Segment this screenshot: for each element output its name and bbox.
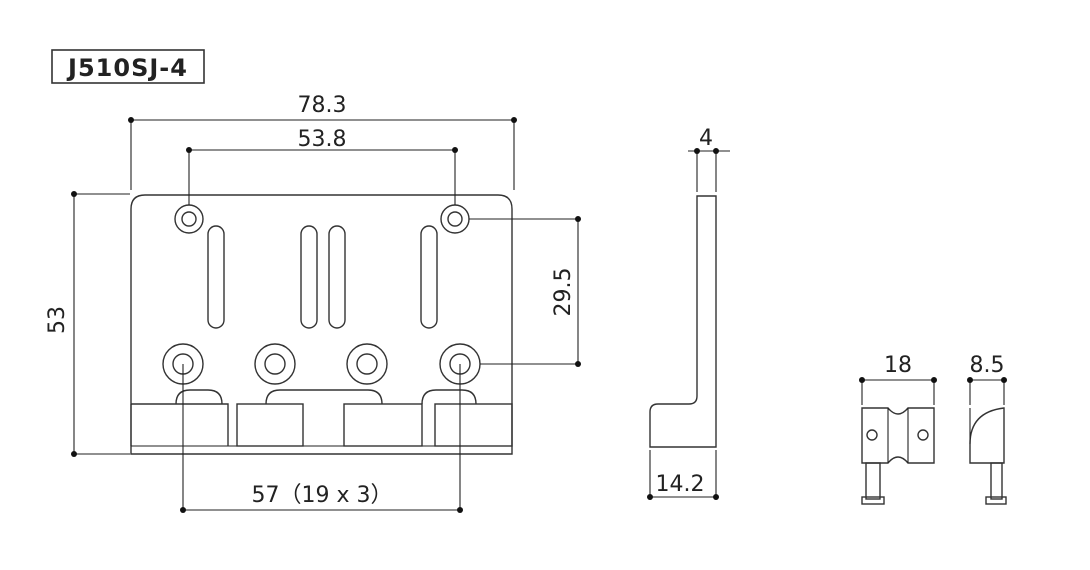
dim-string-spacing: 57（19 x 3） — [180, 364, 463, 513]
dim-hole-spacing-top: 53.8 — [186, 127, 458, 205]
plate-outline — [130, 194, 513, 455]
dim-side-depth-label: 14.2 — [656, 472, 705, 497]
top-mounting-holes — [174, 204, 470, 234]
string-holes — [162, 343, 481, 385]
dim-overall-width: 78.3 — [128, 93, 517, 190]
model-title: J510SJ-4 — [66, 54, 188, 82]
dim-saddle-depth-label: 8.5 — [970, 353, 1005, 378]
dim-overall-width-label: 78.3 — [298, 93, 347, 118]
dim-saddle-depth: 8.5 — [967, 353, 1007, 405]
dim-hole-spacing-vertical-label: 29.5 — [551, 268, 576, 317]
saddles — [130, 389, 513, 447]
dim-overall-height-label: 53 — [45, 306, 70, 334]
dim-string-spacing-label: 57（19 x 3） — [252, 483, 393, 508]
dim-hole-spacing-vertical: 29.5 — [469, 216, 581, 367]
dim-saddle-width: 18 — [859, 353, 937, 405]
dim-saddle-width-label: 18 — [884, 353, 912, 378]
dim-side-depth: 14.2 — [647, 450, 719, 500]
dim-thickness-label: 4 — [699, 126, 713, 151]
side-profile — [649, 195, 717, 448]
dim-hole-spacing-top-label: 53.8 — [298, 127, 347, 152]
dim-overall-height: 53 — [45, 191, 130, 457]
model-title-box: J510SJ-4 — [51, 49, 205, 84]
front-view: 78.3 53.8 53 29.5 — [45, 93, 581, 513]
saddle-front-view: 18 — [859, 353, 937, 505]
dim-thickness: 4 — [688, 126, 730, 192]
adjustment-slots — [207, 225, 438, 329]
side-view: 4 14.2 — [647, 126, 730, 500]
saddle-side-view: 8.5 — [967, 353, 1007, 505]
